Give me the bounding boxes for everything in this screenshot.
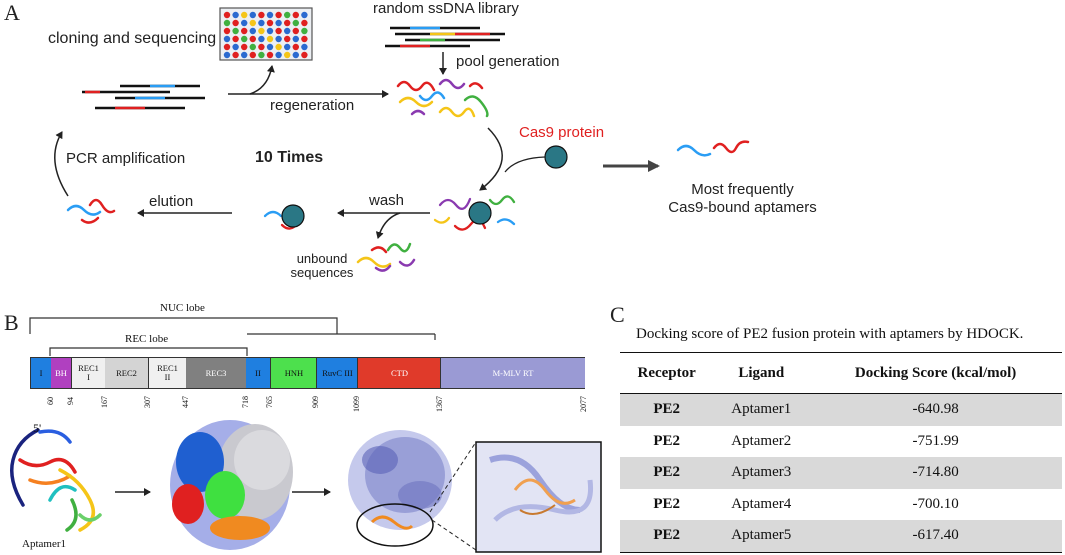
residue-label: 1367 <box>435 396 444 412</box>
residue-label: 2077 <box>579 396 588 412</box>
eluted-aptamers-icon <box>66 198 116 224</box>
residue-label: 765 <box>265 396 274 408</box>
ligand-cell: Aptamer5 <box>713 520 810 552</box>
residue-label: 167 <box>100 396 109 408</box>
domain-bar: I BH REC1 I REC2 REC1 II REC3 II HNH Ruv… <box>30 357 585 389</box>
table-row: PE2 Aptamer3 -714.80 <box>620 457 1062 489</box>
most-frequent-label-1: Most frequently <box>691 181 794 198</box>
domain-ii: II <box>246 358 270 388</box>
domain-hnh: HNH <box>270 358 317 388</box>
score-cell: -640.98 <box>809 393 1062 426</box>
panel-c-letter: C <box>610 302 625 327</box>
residue-label: 60 <box>46 397 55 405</box>
pool-generation-label: pool generation <box>456 53 560 70</box>
domain-rec2: REC2 <box>105 358 148 388</box>
selex-diagram <box>54 7 750 272</box>
domain-mmlv-rt: M-MLV RT <box>440 358 585 388</box>
domain-rec1-i: REC1 I <box>71 358 106 388</box>
domain-ruvc-iii: RuvC III <box>316 358 358 388</box>
header-receptor: Receptor <box>637 364 696 381</box>
ssdna-library-icon <box>385 26 505 48</box>
table-header-row: Receptor Ligand Docking Score (kcal/mol) <box>620 353 1062 394</box>
residue-label: 307 <box>143 396 152 408</box>
pcr-label: PCR amplification <box>66 150 186 167</box>
five-prime-label: 5' <box>33 421 42 435</box>
domain-rec3: REC3 <box>186 358 246 388</box>
receptor-cell: PE2 <box>653 432 680 449</box>
library-label: random ssDNA library <box>373 0 519 17</box>
cas9-protein-icon <box>544 145 568 169</box>
table-title: Docking score of PE2 fusion protein with… <box>636 326 1024 342</box>
bound-aptamers-icon <box>676 140 750 157</box>
score-cell: -700.10 <box>912 495 959 512</box>
receptor-cell: PE2 <box>620 393 714 426</box>
ligand-cell: Aptamer2 <box>731 432 792 449</box>
domain-i: I <box>31 358 51 388</box>
lobe-brackets <box>29 317 436 356</box>
rec-lobe-label: REC lobe <box>125 333 169 345</box>
residue-label: 1099 <box>352 396 361 412</box>
score-cell: -714.80 <box>809 457 1062 489</box>
well-plate-icon <box>219 7 313 61</box>
score-cell: -617.40 <box>809 520 1062 552</box>
ten-times-label: 10 Times <box>255 149 324 166</box>
cas9-protein-label: Cas9 protein <box>519 124 605 141</box>
most-frequent-label-2: Cas9-bound aptamers <box>668 199 817 216</box>
ligand-cell: Aptamer4 <box>731 495 792 512</box>
header-ligand: Ligand <box>738 364 785 381</box>
table-row: PE2 Aptamer5 -617.40 <box>620 520 1062 552</box>
domain-rec1-ii: REC1 II <box>148 358 187 388</box>
domain-ctd: CTD <box>357 358 441 388</box>
panel-b-letter: B <box>4 310 19 335</box>
aptamer-pool-icon <box>396 78 489 118</box>
docking-structures <box>10 420 602 553</box>
unbound-label-1: unbound <box>296 251 348 266</box>
docking-table: Receptor Ligand Docking Score (kcal/mol)… <box>620 352 1062 553</box>
zoom-inset-icon <box>475 441 602 553</box>
table-row: PE2 Aptamer1 -640.98 <box>620 393 1062 426</box>
receptor-cell: PE2 <box>620 520 714 552</box>
regeneration-label: regeneration <box>270 97 355 114</box>
residue-label: 94 <box>66 397 75 405</box>
residue-label: 718 <box>241 396 250 408</box>
protein-surface-icon <box>170 420 293 550</box>
header-docking-score: Docking Score (kcal/mol) <box>854 364 1017 381</box>
aptamer1-label: Aptamer1 <box>22 538 66 550</box>
nuc-lobe-label: NUC lobe <box>160 302 205 314</box>
aptamer-structure-icon <box>10 428 102 532</box>
domain-bh: BH <box>51 358 71 388</box>
panel-a-letter: A <box>4 0 20 25</box>
unbound-label-2: sequences <box>290 265 354 280</box>
wash-label: wash <box>369 192 405 209</box>
ligand-cell: Aptamer1 <box>713 393 810 426</box>
elution-label: elution <box>149 193 194 210</box>
table-row: PE2 Aptamer2 -751.99 <box>620 426 1062 458</box>
receptor-cell: PE2 <box>653 495 680 512</box>
residue-label: 447 <box>181 396 190 408</box>
cloning-label: cloning and sequencing <box>48 30 217 47</box>
docked-complex-icon <box>348 430 452 547</box>
receptor-cell: PE2 <box>620 457 714 489</box>
residue-label: 909 <box>311 396 320 408</box>
unbound-sequences-icon <box>356 242 416 272</box>
table-row: PE2 Aptamer4 -700.10 <box>620 489 1062 521</box>
pcr-products-icon <box>82 84 205 110</box>
ligand-cell: Aptamer3 <box>713 457 810 489</box>
score-cell: -751.99 <box>912 432 959 449</box>
